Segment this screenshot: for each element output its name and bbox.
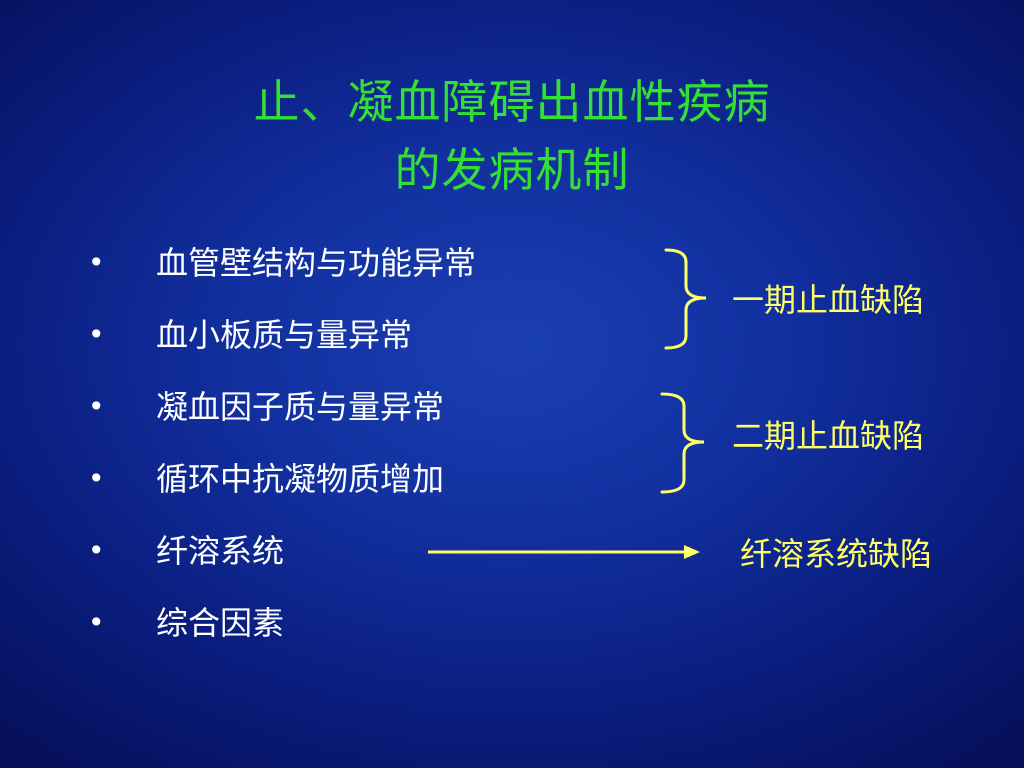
bullet-text: 血管壁结构与功能异常	[156, 244, 477, 282]
bullet-dot-icon: •	[88, 390, 105, 423]
right-brace-icon	[660, 392, 705, 494]
slide-title-line-2: 的发病机制	[394, 143, 630, 197]
bullet-text: 循环中抗凝物质增加	[156, 460, 445, 498]
bullet-dot-icon: •	[88, 606, 105, 639]
bullet-dot-icon: •	[88, 246, 105, 279]
bullet-text: 纤溶系统	[156, 532, 285, 570]
label-secondary-hemostasis-defect: 二期止血缺陷	[732, 417, 925, 455]
slide-title-line-1: 止、凝血障碍出血性疾病	[253, 75, 771, 129]
label-primary-hemostasis-defect: 一期止血缺陷	[732, 281, 925, 319]
arrow-right-icon	[684, 545, 700, 559]
right-brace-icon	[664, 248, 707, 350]
bullet-text: 综合因素	[156, 604, 285, 642]
label-fibrinolysis-defect: 纤溶系统缺陷	[740, 535, 933, 573]
bullet-dot-icon: •	[88, 318, 105, 351]
bullet-text: 凝血因子质与量异常	[156, 388, 445, 426]
bullet-text: 血小板质与量异常	[156, 316, 413, 354]
bullet-dot-icon: •	[88, 534, 105, 567]
bullet-dot-icon: •	[88, 462, 105, 495]
